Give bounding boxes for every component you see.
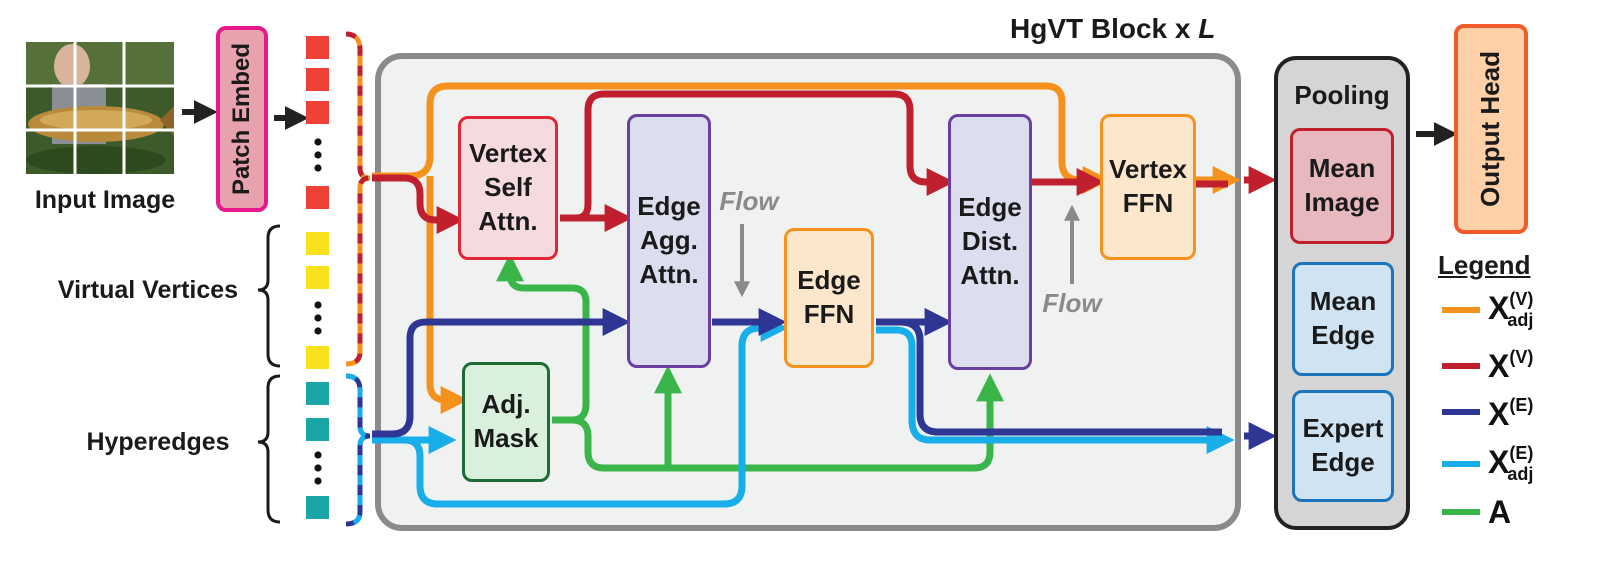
- legend-item-4: A: [1488, 494, 1512, 530]
- virtual-vertices-brace: [257, 224, 281, 368]
- legend-item-0: X(V)adj: [1488, 289, 1534, 331]
- legend-item-3: X(E)adj: [1488, 443, 1534, 485]
- flow-label-top: Flow: [719, 186, 779, 216]
- edge-dist-attn-box: Edge Dist. Attn.: [948, 114, 1032, 370]
- output-head-box: Output Head: [1454, 24, 1528, 234]
- legend-item-1: X(V): [1488, 347, 1534, 384]
- mean-image-box: Mean Image: [1290, 128, 1394, 244]
- flow-xv-adj-to-mask: [426, 176, 469, 414]
- flow-xv-self-to-dist: [560, 90, 955, 222]
- patch-tokens: [306, 36, 329, 209]
- input-image: [26, 42, 174, 174]
- input-image-label: Input Image: [34, 186, 176, 214]
- hyperedge-tokens: [306, 382, 329, 519]
- legend-item-2: X(E): [1488, 395, 1534, 432]
- flow-label-bottom: Flow: [1042, 288, 1102, 318]
- flow-xe-out: [899, 318, 1222, 436]
- flow-a-to-self-attn: [496, 253, 590, 424]
- legend-title: Legend: [1438, 250, 1531, 280]
- flow-xv-to-self-attn: [372, 174, 465, 234]
- hyperedges-label: Hyperedges: [86, 428, 230, 456]
- flow-a-to-dist: [552, 373, 1004, 472]
- pooling-title: Pooling: [1294, 80, 1390, 110]
- edge-agg-attn-box: Edge Agg. Attn.: [627, 114, 711, 368]
- flow-xe-to-agg: [372, 308, 631, 438]
- flow-xv-adj-top: [372, 82, 1111, 194]
- vertex-ffn-box: Vertex FFN: [1100, 114, 1196, 260]
- flow-xe-adj-to-ffn: [372, 314, 789, 508]
- block-title: HgVT Block x L: [1010, 13, 1216, 44]
- adj-mask-box: Adj. Mask: [462, 362, 550, 482]
- vertex-token-brace: [345, 31, 371, 367]
- flow-xe-adj-out: [876, 326, 1235, 454]
- virtual-vertex-tokens: [306, 232, 329, 369]
- mean-edge-box: Mean Edge: [1292, 262, 1394, 376]
- hyperedges-brace: [257, 374, 281, 524]
- edge-token-brace: [345, 373, 371, 527]
- expert-edge-box: Expert Edge: [1292, 390, 1394, 502]
- vertex-self-attn-box: Vertex Self Attn.: [458, 116, 558, 260]
- patch-embed-label: Patch Embed: [228, 42, 256, 196]
- output-head-label: Output Head: [1475, 51, 1506, 207]
- patch-embed-box: Patch Embed: [216, 26, 268, 212]
- virtual-vertices-label: Virtual Vertices: [57, 276, 239, 304]
- edge-ffn-box: Edge FFN: [784, 228, 874, 368]
